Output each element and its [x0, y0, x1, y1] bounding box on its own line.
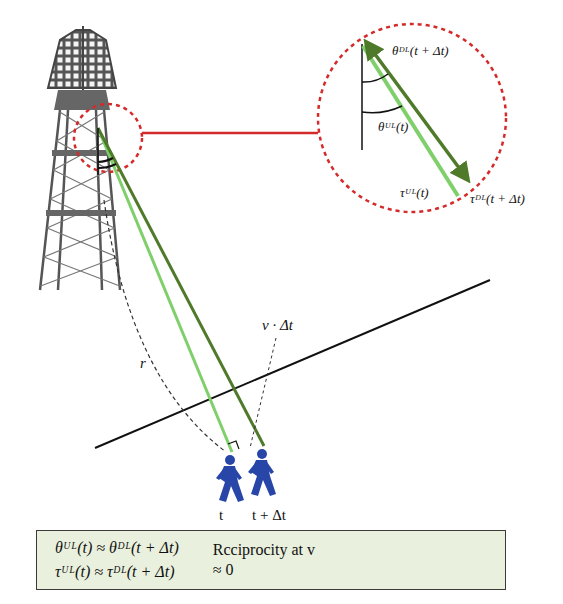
label: t: [219, 508, 223, 523]
tower: [40, 26, 120, 290]
equation: τᵁᴸ(t) ≈ τᴰᴸ(t + Δt): [55, 563, 179, 581]
zoom-angle-arc: [362, 106, 402, 113]
right-angle-mark: [228, 441, 239, 449]
distance-arc: [104, 200, 226, 452]
equation: θᵁᴸ(t) ≈ θᴰᴸ(t + Δt): [55, 539, 179, 557]
label: v · Δt: [262, 318, 293, 333]
angle-arc: [98, 158, 113, 162]
zoom-circle: [318, 24, 506, 212]
label: r: [140, 356, 146, 371]
zoom-reference-line: [361, 44, 363, 150]
pedestrians: [216, 449, 276, 502]
note-text: Rcciprocity at v ≈ 0: [193, 540, 323, 580]
zoom-link: [142, 132, 318, 135]
label: t + Δt: [252, 508, 286, 523]
label: τᴰᴸ(t + Δt): [470, 192, 525, 205]
zoom-uplink-ray: [363, 46, 458, 196]
zoom-source-circle: [74, 104, 142, 172]
summary-box: θᵁᴸ(t) ≈ θᴰᴸ(t + Δt) τᵁᴸ(t) ≈ τᴰᴸ(t + Δt)…: [36, 530, 506, 590]
label: θᵁᴸ(t): [378, 120, 408, 133]
leader-line: [250, 338, 276, 448]
label: θᴰᴸ(t + Δt): [392, 44, 449, 57]
downlink-ray: [98, 128, 264, 446]
zoom-angle-arc: [362, 74, 388, 82]
label: τᵁᴸ(t): [400, 186, 429, 199]
uplink-ray: [98, 128, 232, 452]
zoom-downlink-ray: [366, 42, 468, 180]
angle-arc: [98, 164, 116, 168]
road-line: [95, 280, 490, 448]
